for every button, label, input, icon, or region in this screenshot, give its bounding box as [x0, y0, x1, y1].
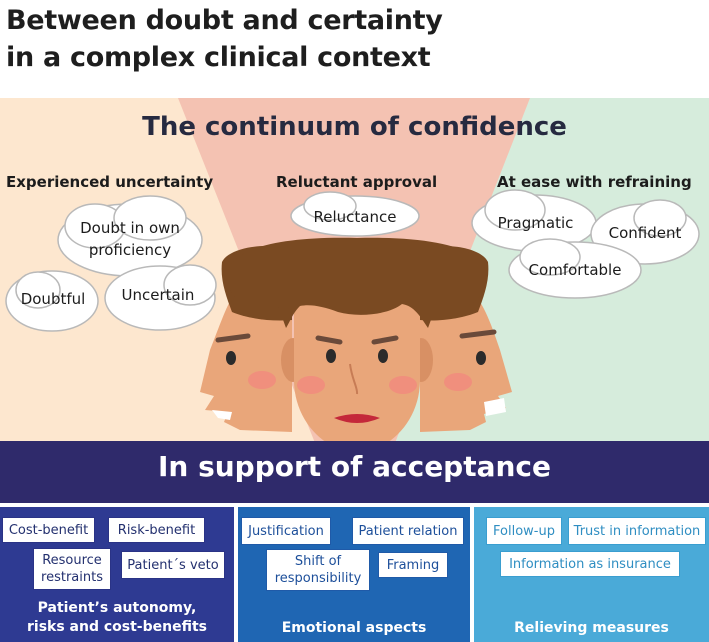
box-information-as-insurance: Information as insurance — [500, 551, 680, 577]
cloud-confident — [590, 199, 700, 265]
box-patients-veto: Patient´s veto — [121, 551, 225, 579]
cloud-pragmatic — [471, 189, 597, 252]
category-experienced-uncertainty: Experienced uncertainty — [6, 173, 214, 191]
cloud-reluctance-label: Reluctance — [313, 208, 397, 226]
cloud-doubt-line1: Doubt in own — [80, 219, 180, 237]
faces-illustration — [200, 237, 512, 445]
panel-emotional-label: Emotional aspects — [281, 620, 427, 636]
cloud-doubt-in-own-proficiency — [57, 195, 203, 277]
cloud-doubt-line2: proficiency — [88, 241, 172, 259]
cloud-comfortable — [508, 238, 642, 299]
resource-line1: Resource — [42, 553, 102, 568]
box-justification: Justification — [241, 517, 331, 545]
cloud-doubt-label: Doubt in own proficiency — [70, 217, 190, 261]
cloud-uncertain-label: Uncertain — [121, 286, 195, 304]
cloud-pragmatic-label: Pragmatic — [497, 214, 574, 232]
panel-autonomy-label-line2: risks and cost-benefits — [27, 619, 207, 635]
cloud-doubtful-label: Doubtful — [20, 290, 86, 308]
title-line-2: in a complex clinical context — [6, 42, 431, 73]
cloud-uncertain — [104, 264, 217, 331]
title-line-1: Between doubt and certainty — [6, 5, 443, 36]
box-trust-in-information: Trust in information — [568, 517, 706, 545]
resource-line2: restraints — [41, 570, 103, 585]
box-risk-benefit: Risk-benefit — [108, 517, 205, 543]
front-face — [227, 237, 487, 445]
category-reluctant-approval: Reluctant approval — [276, 173, 438, 191]
panel-emotional: Justification Patient relation Shift of … — [238, 507, 470, 642]
continuum-heading: The continuum of confidence — [142, 112, 567, 142]
cloud-confident-label: Confident — [608, 224, 682, 242]
support-band — [0, 441, 709, 503]
thought-clouds — [5, 189, 700, 332]
box-resource-restraints: Resource restraints — [33, 548, 111, 590]
box-follow-up: Follow-up — [486, 517, 562, 545]
category-at-ease-with-refraining: At ease with refraining — [497, 173, 692, 191]
cloud-doubtful — [5, 270, 99, 332]
cloud-comfortable-label: Comfortable — [528, 261, 622, 279]
box-cost-benefit: Cost-benefit — [2, 517, 95, 543]
box-shift-of-responsibility: Shift of responsibility — [266, 549, 370, 591]
cloud-reluctance — [290, 191, 420, 237]
shift-line2: responsibility — [274, 571, 362, 586]
box-framing: Framing — [378, 552, 448, 578]
page-title: Between doubt and certainty in a complex… — [6, 2, 443, 76]
support-label: In support of acceptance — [157, 450, 552, 483]
panel-autonomy: Cost-benefit Risk-benefit Resource restr… — [0, 507, 234, 642]
panel-relieving-label: Relieving measures — [514, 620, 669, 636]
shift-line1: Shift of — [294, 554, 342, 569]
panel-autonomy-label-line1: Patient’s autonomy, — [37, 600, 197, 616]
panel-autonomy-label: Patient’s autonomy, risks and cost-benef… — [0, 599, 234, 637]
panel-relieving: Follow-up Trust in information Informati… — [474, 507, 709, 642]
box-patient-relation: Patient relation — [352, 517, 464, 545]
